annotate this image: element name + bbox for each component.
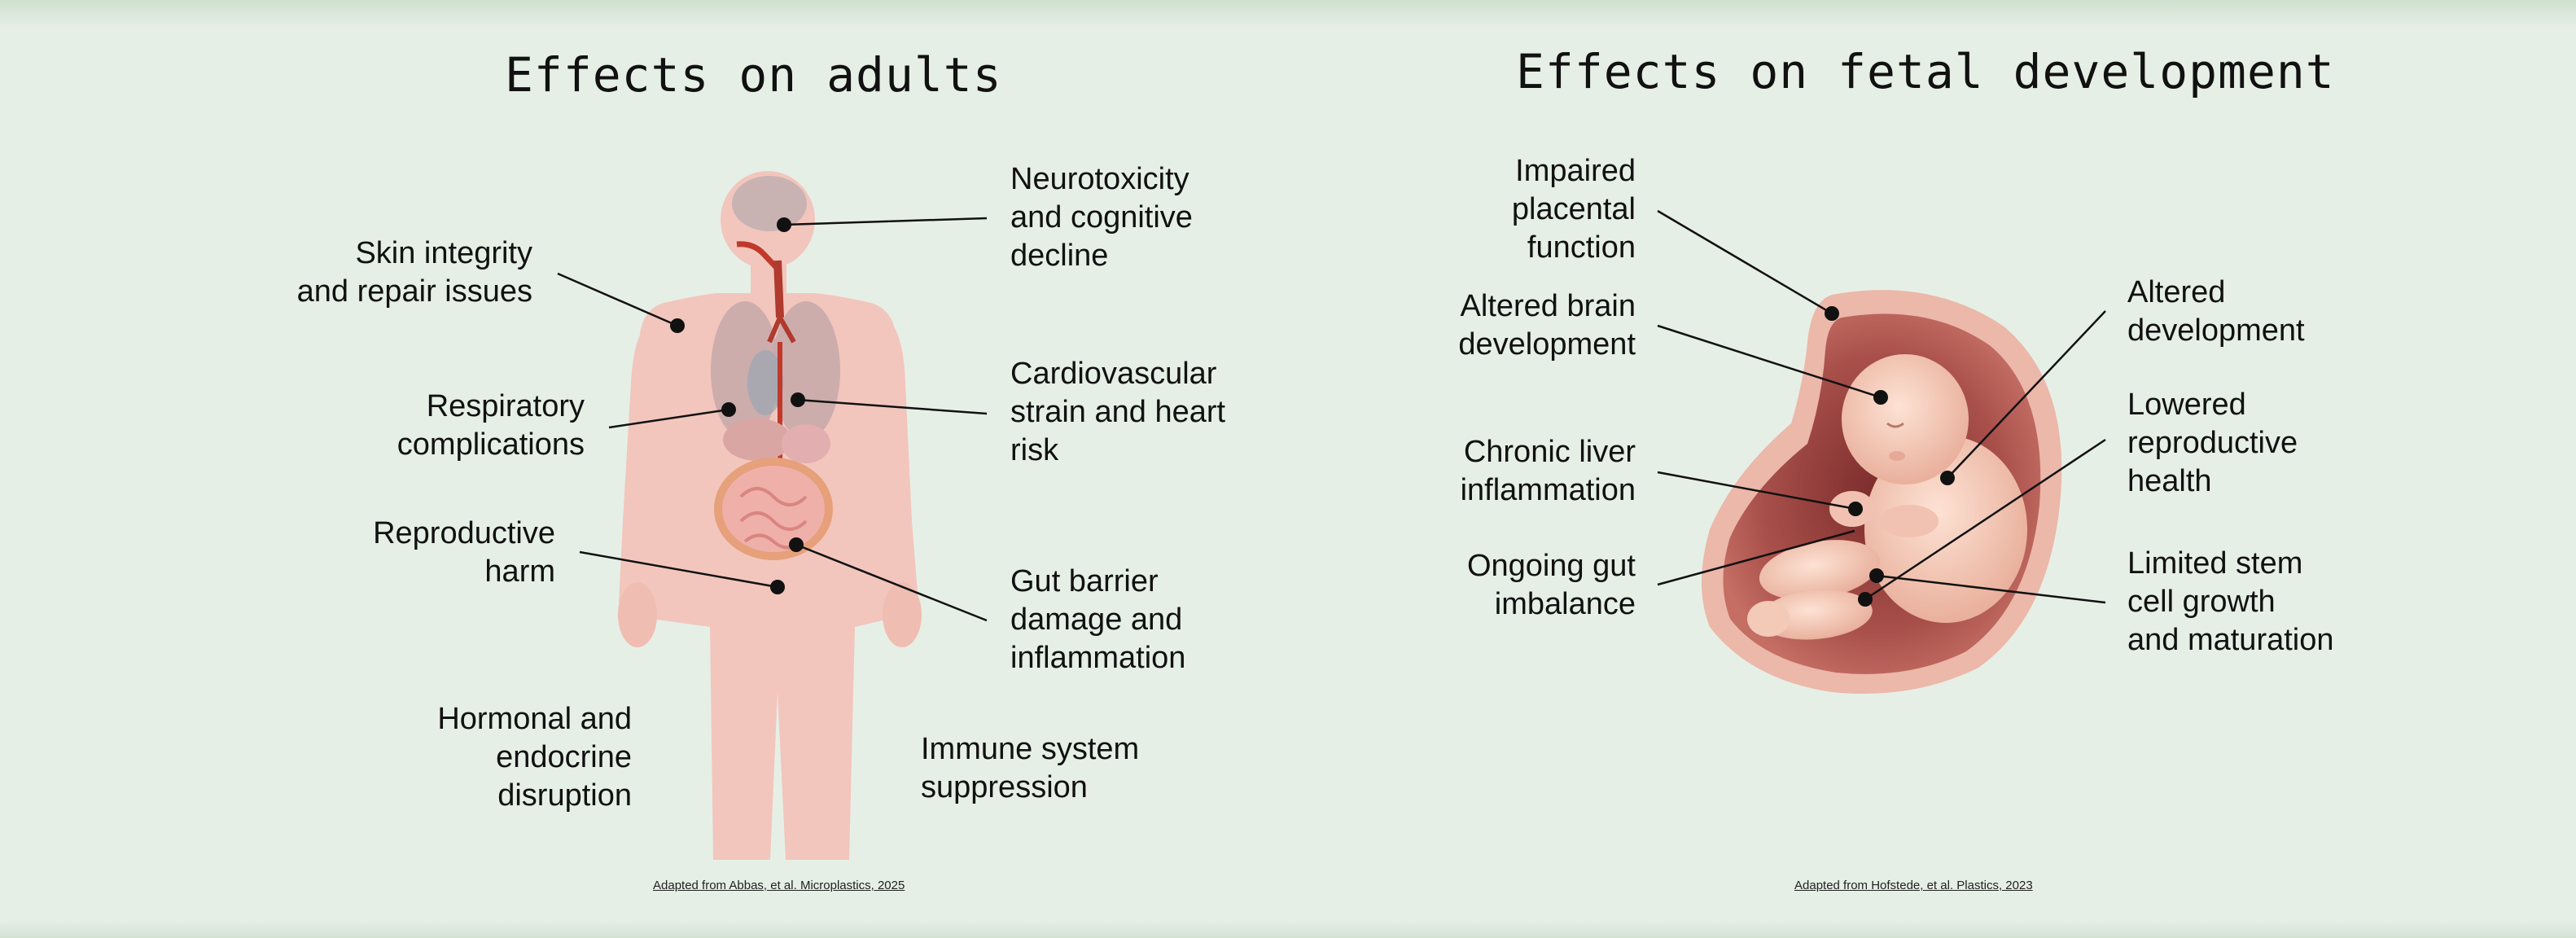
fetal-credit-link[interactable]: Adapted from Hofstede, et al. Plastics, … — [1794, 879, 2033, 892]
top-gradient-band — [0, 0, 2576, 28]
fetal-marker-dots — [1825, 306, 1955, 607]
human-body-figure — [618, 171, 922, 860]
fetal-panel-title: Effects on fetal development — [1516, 44, 2335, 99]
adult-marker-dots — [670, 217, 805, 594]
adult-leader-lines — [557, 217, 988, 622]
adults-credit-link[interactable]: Adapted from Abbas, et al. Microplastics… — [653, 879, 905, 892]
fetus-in-womb-figure — [1702, 290, 2062, 694]
adults-panel-title: Effects on adults — [505, 47, 1002, 103]
bottom-gradient-band — [0, 920, 2576, 938]
fetal-leader-lines — [1657, 209, 2106, 604]
